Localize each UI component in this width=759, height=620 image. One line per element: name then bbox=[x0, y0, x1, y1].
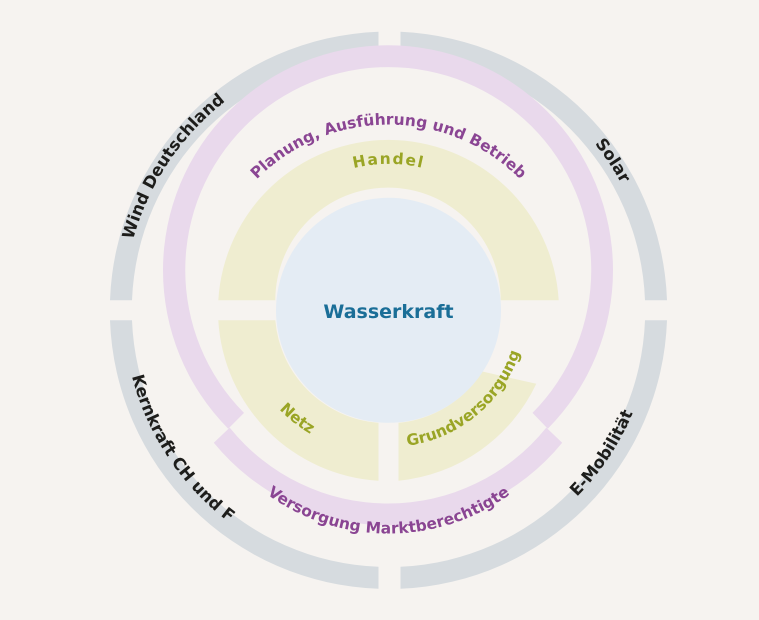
inner-ring bbox=[218, 139, 559, 481]
inner-label-handel: Handel bbox=[351, 150, 426, 172]
inner-segment-handel bbox=[218, 139, 559, 301]
outer-segment-solar bbox=[400, 31, 667, 301]
center-circle bbox=[276, 197, 501, 423]
outer-ring bbox=[110, 31, 667, 589]
outer-segment-wind-deutschland bbox=[110, 31, 379, 301]
middle-segment-versorgung bbox=[213, 427, 563, 526]
inner-segment-grundversorgung bbox=[398, 371, 537, 481]
middle-ring bbox=[163, 45, 614, 526]
outer-segment-e-mobilitaet bbox=[400, 320, 667, 589]
outer-segment-kernkraft bbox=[110, 320, 379, 589]
center-label: Wasserkraft bbox=[323, 301, 453, 323]
inner-segment-netz bbox=[218, 320, 379, 481]
middle-segment-planung bbox=[163, 45, 614, 429]
